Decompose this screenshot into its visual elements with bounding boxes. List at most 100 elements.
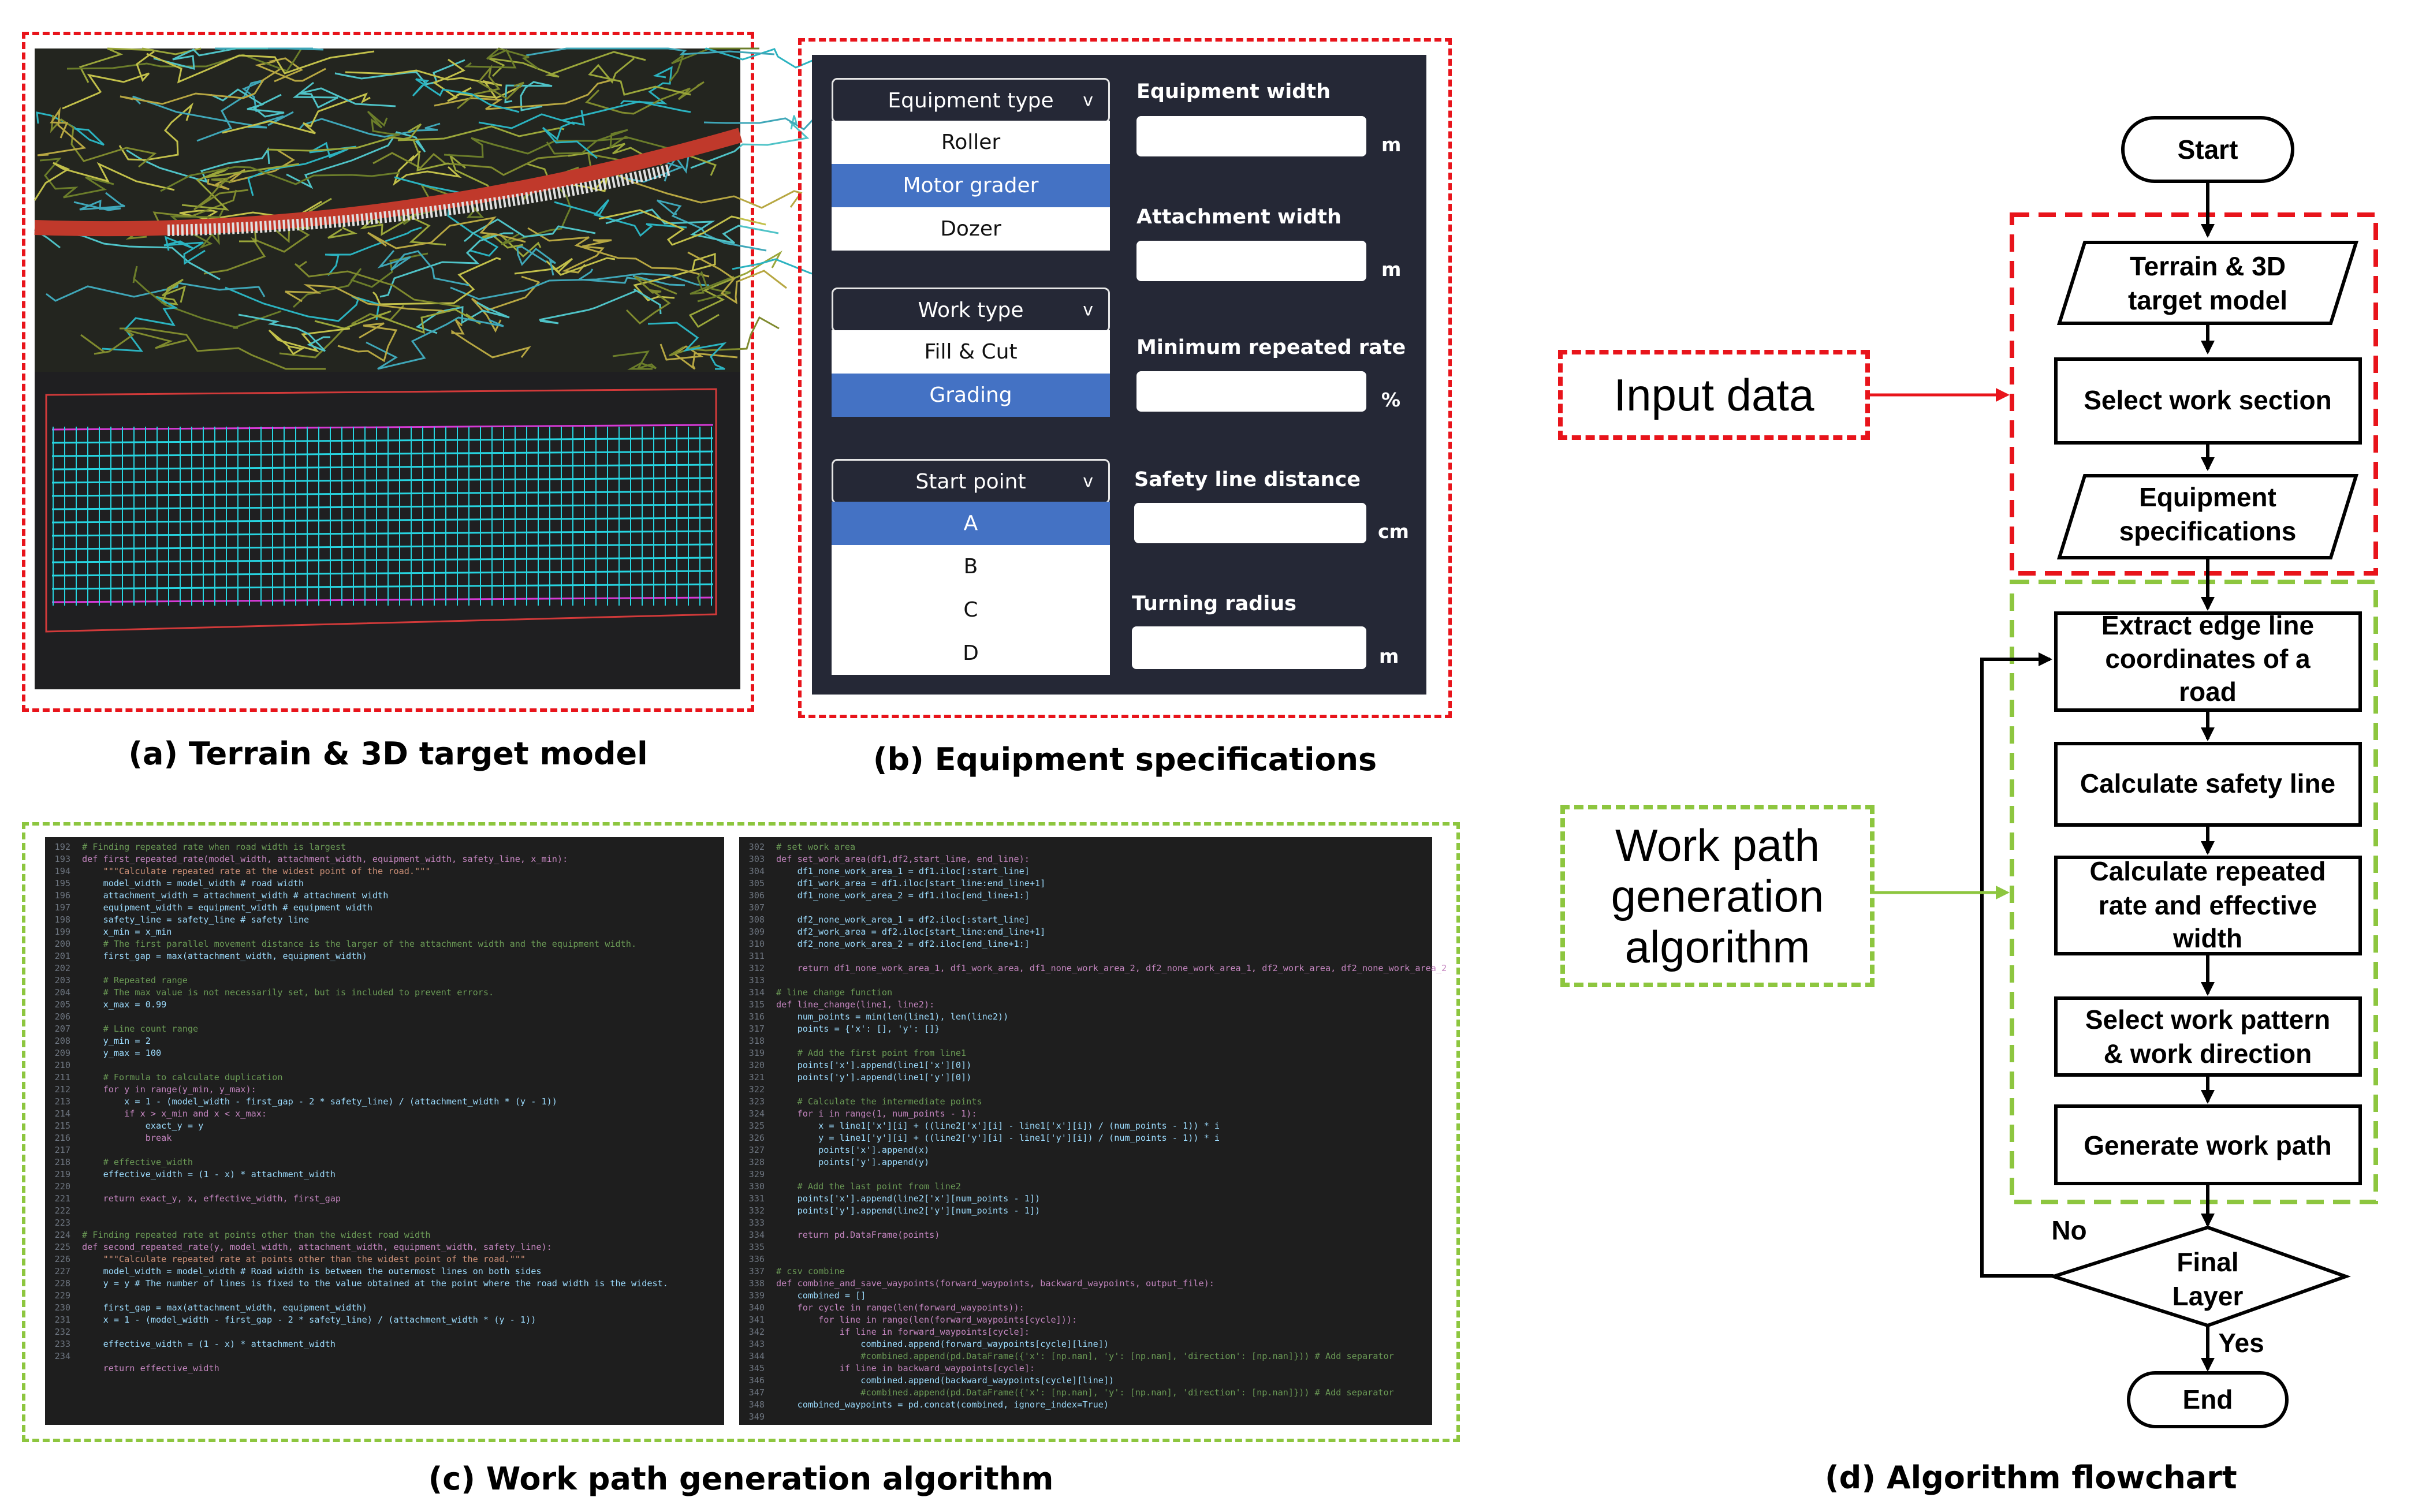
start-point-dropdown[interactable]: Start point v: [832, 459, 1110, 504]
contour-line: [366, 316, 504, 370]
line-number: 233: [54, 1339, 70, 1349]
contour-line: [451, 319, 531, 359]
mesh-row: [51, 464, 714, 471]
code-line: # Finding repeated rate at points other …: [82, 1230, 431, 1240]
extract-text-1: Extract edge line: [2101, 610, 2314, 640]
code-line: # set work area: [776, 842, 856, 852]
line-number: 211: [54, 1072, 70, 1082]
line-number: 199: [54, 927, 70, 937]
line-number: 336: [748, 1254, 765, 1264]
contour-line: [120, 327, 326, 370]
line-number: 334: [748, 1230, 765, 1240]
code-line: safety_line = safety_line # safety line: [82, 914, 310, 925]
code-line: # line change function: [776, 987, 893, 998]
contour-line: [169, 207, 225, 249]
line-number: 317: [748, 1024, 765, 1034]
option-grading[interactable]: Grading: [832, 374, 1110, 417]
contour-line: [238, 313, 330, 352]
contour-line: [153, 47, 268, 70]
contour-line: [325, 226, 422, 276]
code-line: # Add the first point from line1: [776, 1048, 967, 1058]
contour-line: [102, 296, 178, 352]
option-c[interactable]: C: [963, 598, 978, 622]
panel-c-frame: [22, 822, 1460, 1442]
extract-edge-node: [2054, 611, 2362, 712]
option-a[interactable]: A: [832, 502, 1110, 545]
chevron-down-icon: v: [1083, 300, 1093, 320]
equipment-width-input[interactable]: [1136, 116, 1366, 156]
line-number: 220: [54, 1181, 70, 1192]
contour-line: [377, 250, 469, 286]
line-number: 307: [748, 902, 765, 913]
line-number: 342: [748, 1327, 765, 1337]
code-line: points['x'].append(x): [776, 1145, 930, 1155]
work-type-dropdown[interactable]: Work type v: [832, 288, 1110, 333]
line-number: 308: [748, 914, 765, 925]
contour-line: [625, 275, 677, 324]
attachment-width-input[interactable]: [1136, 241, 1366, 281]
contour-line: [588, 57, 691, 96]
option-b[interactable]: B: [963, 555, 978, 578]
contour-line: [73, 192, 125, 211]
code-line: points = {'x': [], 'y': []}: [776, 1024, 940, 1034]
code-line: return effective_width: [82, 1363, 219, 1373]
mesh-row: [51, 530, 714, 537]
line-number: 202: [54, 963, 70, 973]
code-line: for i in range(1, num_points - 1):: [776, 1108, 977, 1119]
line-number: 319: [748, 1048, 765, 1058]
work-pattern-node: [2054, 996, 2362, 1077]
pattern-text-1: Select work pattern: [2085, 1005, 2330, 1035]
line-number: 228: [54, 1278, 70, 1289]
equipment-type-dropdown[interactable]: Equipment type v: [832, 78, 1110, 123]
line-number: 337: [748, 1266, 765, 1276]
contour-line: [66, 48, 303, 72]
option-dozer[interactable]: Dozer: [940, 217, 1001, 241]
code-line: def set_work_area(df1,df2,start_line, en…: [776, 854, 1030, 864]
turning-radius-input[interactable]: [1132, 626, 1366, 669]
code-line: attachment_width = attachment_width # at…: [82, 890, 389, 901]
minimum-repeated-rate-input[interactable]: [1136, 371, 1366, 412]
code-line: y = line1['y'][i] + ((line2['y'][i] - li…: [776, 1133, 1220, 1143]
start-point-label: Start point: [915, 469, 1026, 494]
code-line: combined_waypoints = pd.concat(combined,…: [776, 1399, 1109, 1410]
option-d[interactable]: D: [963, 641, 979, 665]
safety-line-distance-input[interactable]: [1134, 503, 1366, 543]
contour-line: [561, 239, 612, 274]
line-number: 205: [54, 999, 70, 1010]
contour-line: [33, 162, 175, 201]
caption-d: (d) Algorithm flowchart: [1825, 1459, 2237, 1496]
code-line: y_min = 2: [82, 1036, 151, 1046]
contour-line: [286, 131, 426, 189]
line-number: 198: [54, 914, 70, 925]
line-number: 339: [748, 1290, 765, 1301]
code-line: combined.append(backward_waypoints[cycle…: [776, 1375, 1115, 1386]
contour-line: [163, 236, 206, 265]
line-number: 306: [748, 890, 765, 901]
line-number: 200: [54, 939, 70, 949]
line-number: 320: [748, 1060, 765, 1070]
contour-line: [687, 251, 787, 304]
contour-line: [266, 136, 450, 171]
contour-line: [450, 272, 710, 300]
code-line: """Calculate repeated rate at the widest…: [82, 866, 431, 876]
option-roller[interactable]: Roller: [941, 130, 1001, 154]
code-line: # Calculate the intermediate points: [776, 1096, 982, 1107]
line-number: 309: [748, 927, 765, 937]
mesh-row: [51, 424, 714, 431]
line-number: 303: [748, 854, 765, 864]
equipment-type-label: Equipment type: [888, 88, 1054, 113]
safety-line-distance-label: Safety line distance: [1134, 468, 1361, 491]
contour-line: [669, 316, 780, 357]
line-number: 214: [54, 1108, 70, 1119]
contour-line: [688, 251, 782, 328]
attachment-width-unit: m: [1381, 258, 1402, 281]
contour-line: [585, 81, 705, 115]
algorithm-text-1: Work path: [1615, 820, 1820, 871]
line-number: 226: [54, 1254, 70, 1264]
option-motor-grader[interactable]: Motor grader: [832, 164, 1110, 207]
option-fill-cut[interactable]: Fill & Cut: [924, 340, 1018, 364]
code-line: for line in range(len(forward_waypoints[…: [776, 1315, 1078, 1325]
contour-line: [576, 268, 685, 286]
contour-line: [285, 284, 445, 312]
line-number: 311: [748, 951, 765, 961]
